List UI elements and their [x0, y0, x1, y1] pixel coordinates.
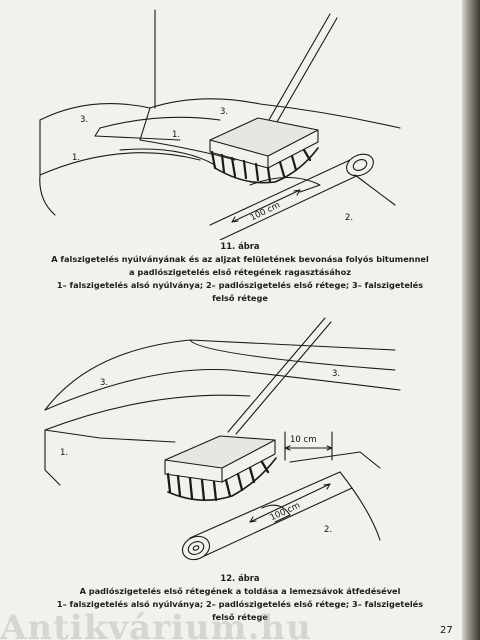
- figure-12-illustration: 3. 3. 1. 2. 10 cm 100 cm: [44, 317, 401, 561]
- figure-12-caption-line1: A padlószigetelés első rétegének a toldá…: [79, 586, 401, 596]
- fig12-label-3a: 3.: [100, 378, 108, 388]
- page-edge-shadow: [462, 0, 480, 640]
- fig12-label-1: 1.: [60, 448, 68, 458]
- figure-12-caption-line2: 1– falszigetelés alsó nyúlványa; 2– padl…: [56, 599, 424, 609]
- figure-12-caption: 12. ábra A padlószigetelés első rétegéne…: [20, 572, 460, 624]
- figure-11-illustration: 3. 3. 1. 1. 2. 100 cm: [39, 9, 401, 240]
- fig11-label-1a: 1.: [172, 130, 180, 140]
- fig11-dim-100cm: 100 cm: [249, 200, 282, 223]
- figure-11-title: 11. ábra: [220, 241, 260, 251]
- fig12-label-2: 2.: [324, 525, 332, 535]
- figure-12-title: 12. ábra: [220, 573, 260, 583]
- fig11-label-3a: 3.: [80, 115, 88, 125]
- watermark: Antikvárium.hu: [0, 612, 312, 640]
- fig11-label-1b: 1.: [72, 153, 80, 163]
- figure-11-caption-line4: felső rétege: [212, 293, 268, 303]
- page-number: 27: [440, 625, 453, 636]
- fig12-label-3b: 3.: [332, 369, 340, 379]
- figure-11-caption: 11. ábra A falszigetelés nyúlványának és…: [20, 240, 460, 305]
- figure-11-caption-line2: a padlószigetelés első rétegének ragaszt…: [129, 267, 351, 277]
- figure-11-caption-line3: 1– falszigetelés alsó nyúlványa; 2– padl…: [56, 280, 424, 290]
- fig12-dim-10cm: 10 cm: [290, 435, 316, 445]
- figure-11-caption-line1: A falszigetelés nyúlványának és az aljza…: [51, 254, 429, 264]
- fig12-dim-100cm: 100 cm: [269, 501, 302, 524]
- figure-12-caption-line3: felső rétege: [212, 612, 268, 622]
- fig11-label-3b: 3.: [220, 107, 228, 117]
- fig11-label-2: 2.: [345, 213, 353, 223]
